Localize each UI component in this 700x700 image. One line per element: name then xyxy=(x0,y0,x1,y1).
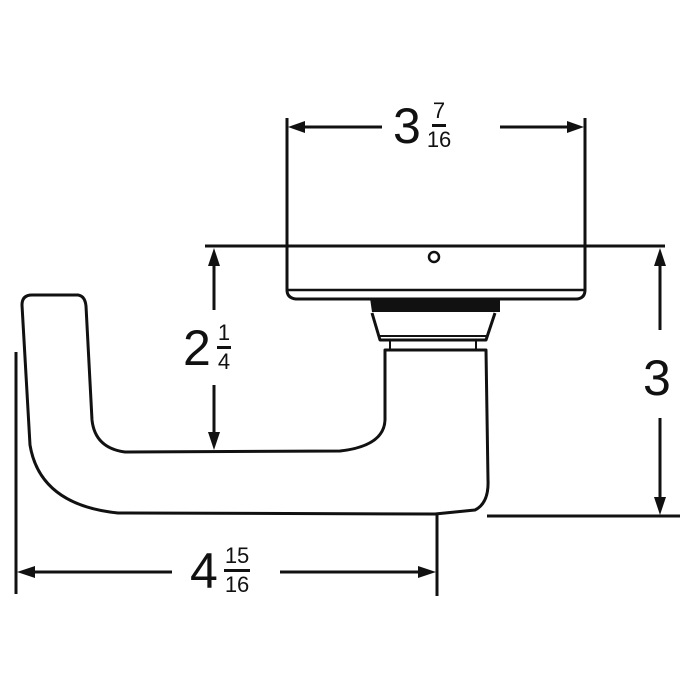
dim-numerator: 1 xyxy=(216,322,232,349)
collar xyxy=(370,312,497,342)
dim-numerator: 7 xyxy=(431,100,447,127)
dimension-lever-clearance: 2 1 4 xyxy=(183,319,232,376)
set-screw-hole xyxy=(427,250,441,264)
dim-denominator: 16 xyxy=(426,127,452,152)
rose-shadow-band xyxy=(370,298,500,312)
arrowheads xyxy=(17,121,666,578)
dim-fraction: 15 16 xyxy=(223,545,251,597)
dim-fraction: 1 4 xyxy=(216,322,232,374)
dim-denominator: 16 xyxy=(224,572,250,597)
dim-whole: 3 xyxy=(643,350,671,406)
dim-whole: 4 xyxy=(190,542,218,599)
dimension-lever-length: 4 15 16 xyxy=(190,542,251,599)
dim-numerator: 15 xyxy=(223,545,251,572)
dim-fraction: 7 16 xyxy=(427,100,451,151)
dim-whole: 3 xyxy=(393,97,421,154)
dim-whole: 2 xyxy=(183,319,211,376)
lever-handle xyxy=(20,293,490,516)
dimension-projection: 3 xyxy=(643,353,671,403)
dim-denominator: 4 xyxy=(217,349,231,374)
dimension-rose-width: 3 7 16 xyxy=(393,100,451,151)
